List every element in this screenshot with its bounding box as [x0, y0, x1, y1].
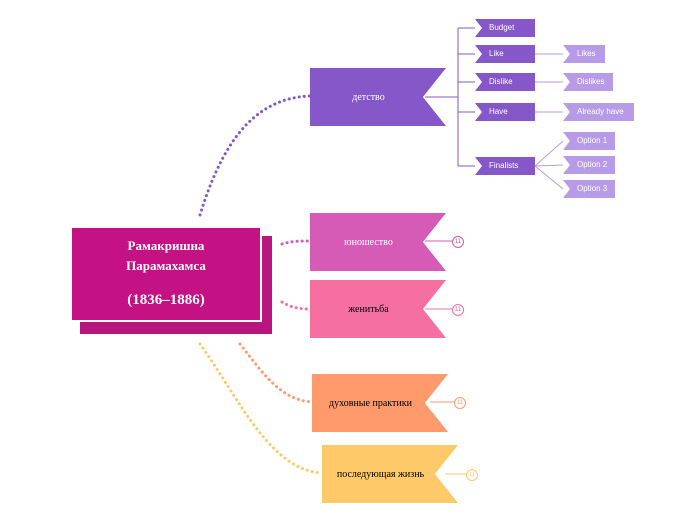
leaf-links	[534, 53, 564, 190]
link-youth	[280, 239, 312, 246]
branch-marriage-label: женитьба	[348, 303, 389, 315]
subtopic-have[interactable]: Have	[475, 103, 535, 121]
branch-spiritual-practices-label: духовные практики	[329, 397, 412, 409]
youth-collapsed-badge[interactable]: 11	[452, 236, 464, 248]
root-years: (1836–1886)	[127, 292, 205, 308]
branch-later-life-label: последующая жизнь	[336, 468, 425, 480]
leaf-option-3[interactable]: Option 3	[563, 180, 615, 198]
branch-youth-label: юношество	[344, 236, 393, 248]
root-name-line1: Рамакришна	[127, 238, 205, 253]
leaf-likes[interactable]: Likes	[563, 45, 605, 63]
link-childhood	[198, 94, 312, 217]
subtopic-dislike[interactable]: Dislike	[475, 73, 535, 91]
marriage-collapsed-badge[interactable]: 11	[452, 304, 464, 316]
later-life-collapsed-badge[interactable]: 11	[466, 469, 478, 481]
leaf-already-have[interactable]: Already have	[563, 103, 634, 121]
subtopic-budget[interactable]: Budget	[475, 19, 535, 37]
leaf-option-2[interactable]: Option 2	[563, 156, 615, 174]
branch-childhood-label: детство	[352, 91, 385, 103]
leaf-dislikes[interactable]: Dislikes	[563, 73, 613, 91]
practices-collapsed-badge[interactable]: 11	[454, 397, 466, 409]
root-topic[interactable]: Рамакришна Парамахамса (1836–1886)	[70, 226, 262, 322]
link-marriage	[280, 300, 312, 311]
subtopic-like[interactable]: Like	[475, 45, 535, 63]
childhood-subtopic-links	[425, 27, 475, 167]
root-name-line2: Парамахамса	[126, 258, 206, 273]
link-practices	[238, 342, 314, 404]
link-later-life	[198, 342, 324, 475]
subtopic-finalists[interactable]: Finalists	[475, 157, 535, 175]
leaf-option-1[interactable]: Option 1	[563, 132, 615, 150]
